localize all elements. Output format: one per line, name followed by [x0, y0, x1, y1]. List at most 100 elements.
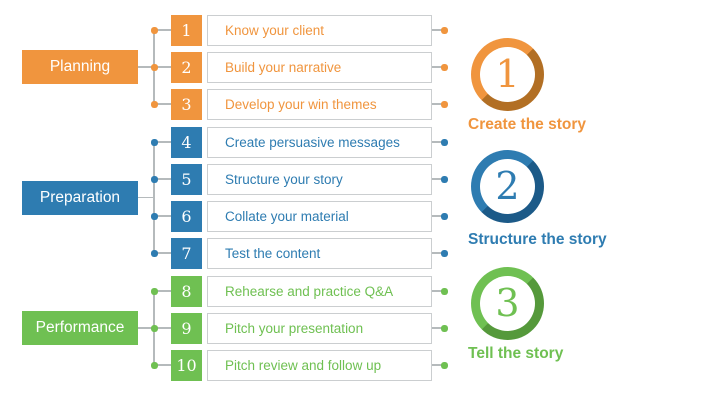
- step-label-box: Develop your win themes: [207, 88, 432, 120]
- step-label-box: Test the content: [207, 237, 432, 269]
- connector-stub: [154, 29, 171, 31]
- connector-hline-performance: [138, 327, 154, 329]
- step-number: 2: [171, 51, 202, 83]
- phase-summary-3: Tell the story: [468, 345, 564, 362]
- step-label-text: Test the content: [225, 245, 321, 261]
- step-label-text: Build your narrative: [225, 59, 342, 75]
- phase-big-number: 1: [495, 52, 520, 96]
- connector-dot: [441, 100, 448, 108]
- step-label-text: Know your client: [225, 22, 325, 38]
- connector-stub: [154, 66, 171, 68]
- step-label-box: Rehearse and practice Q&A: [207, 275, 432, 307]
- connector-dot: [150, 361, 158, 369]
- step-label-box: Build your narrative: [207, 51, 432, 83]
- step-label-text: Rehearse and practice Q&A: [225, 283, 394, 299]
- connector-stub: [432, 141, 442, 143]
- connector-stub: [432, 178, 442, 180]
- step-label-box: Collate your material: [207, 200, 432, 232]
- step-label-box: Know your client: [207, 14, 432, 46]
- connector-dot: [441, 361, 448, 369]
- connector-stub: [154, 215, 171, 217]
- connector-hline-preparation: [138, 196, 154, 199]
- connector-stub: [154, 252, 171, 254]
- connector-stub: [432, 29, 442, 31]
- step-label-box: Structure your story: [207, 163, 432, 195]
- phase-box-preparation: Preparation: [22, 180, 138, 215]
- phase-circle-inner: 3: [480, 275, 535, 331]
- step-number: 10: [171, 349, 202, 381]
- step-label-text: Develop your win themes: [225, 96, 377, 112]
- step-number-text: 6: [181, 206, 192, 226]
- connector-stub: [432, 364, 442, 366]
- step-number: 1: [171, 14, 202, 46]
- connector-dot: [441, 249, 448, 257]
- step-label-text: Pitch your presentation: [225, 320, 364, 336]
- step-row-1: 1 Know your client: [0, 14, 709, 46]
- connector-dot: [150, 175, 158, 183]
- phase-big-number: 3: [495, 281, 520, 325]
- connector-stub: [154, 327, 171, 329]
- step-row-10: 10 Pitch review and follow up: [0, 349, 709, 381]
- step-row-3: 3 Develop your win themes: [0, 88, 709, 120]
- phase-box-label: Performance: [35, 319, 125, 336]
- step-row-4: 4 Create persuasive messages: [0, 126, 709, 158]
- step-number: 3: [171, 88, 202, 120]
- phase-circle-1: 1: [471, 37, 544, 111]
- connector-vline-preparation: [153, 142, 155, 253]
- connector-stub: [154, 141, 171, 143]
- step-label-text: Structure your story: [225, 171, 343, 187]
- connector-dot: [441, 287, 448, 295]
- connector-dot: [441, 175, 448, 183]
- step-number: 4: [171, 126, 202, 158]
- phase-box-label: Preparation: [39, 188, 121, 206]
- step-label-box: Create persuasive messages: [207, 126, 432, 158]
- connector-dot: [441, 138, 448, 146]
- phase-summary-2: Structure the story: [468, 231, 607, 248]
- connector-stub: [432, 215, 442, 217]
- step-label-box: Pitch your presentation: [207, 312, 432, 344]
- step-number-text: 1: [181, 20, 192, 40]
- connector-stub: [154, 364, 171, 366]
- step-label-box: Pitch review and follow up: [207, 349, 432, 381]
- connector-dot: [150, 212, 158, 220]
- connector-dot: [441, 324, 448, 332]
- step-number: 9: [171, 312, 202, 344]
- phase-circle-inner: 1: [480, 46, 535, 102]
- connector-dot: [441, 212, 448, 220]
- connector-dot: [150, 63, 158, 71]
- connector-stub: [154, 103, 171, 105]
- step-row-6: 6 Collate your material: [0, 200, 709, 232]
- connector-stub: [432, 252, 442, 254]
- connector-dot: [150, 138, 158, 146]
- step-label-text: Create persuasive messages: [225, 134, 400, 150]
- step-row-2: 2 Build your narrative: [0, 51, 709, 83]
- step-row-9: 9 Pitch your presentation: [0, 312, 709, 344]
- step-number-text: 9: [181, 318, 192, 338]
- step-number-text: 7: [181, 243, 192, 263]
- connector-stub: [432, 290, 442, 292]
- phase-circle-inner: 2: [480, 158, 535, 214]
- step-number-text: 2: [181, 57, 192, 77]
- connector-dot: [150, 287, 158, 295]
- connector-hline-planning: [138, 66, 154, 68]
- step-label-text: Pitch review and follow up: [225, 357, 382, 373]
- phase-circle-2: 2: [471, 149, 544, 223]
- phase-circle-3: 3: [471, 266, 544, 340]
- step-row-5: 5 Structure your story: [0, 163, 709, 195]
- step-number-text: 8: [181, 281, 192, 301]
- connector-stub: [432, 327, 442, 329]
- step-row-8: 8 Rehearse and practice Q&A: [0, 275, 709, 307]
- step-number-text: 10: [176, 355, 197, 375]
- connector-dot: [441, 63, 448, 71]
- step-number: 5: [171, 163, 202, 195]
- step-number-text: 4: [181, 132, 192, 152]
- connector-stub: [432, 103, 442, 105]
- phase-box-label: Planning: [49, 58, 111, 75]
- phase-summary-1: Create the story: [468, 116, 587, 133]
- phase-big-number: 2: [495, 164, 520, 208]
- step-row-7: 7 Test the content: [0, 237, 709, 269]
- connector-stub: [432, 66, 442, 68]
- connector-dot: [150, 249, 158, 257]
- phase-box-planning: Planning: [22, 50, 138, 84]
